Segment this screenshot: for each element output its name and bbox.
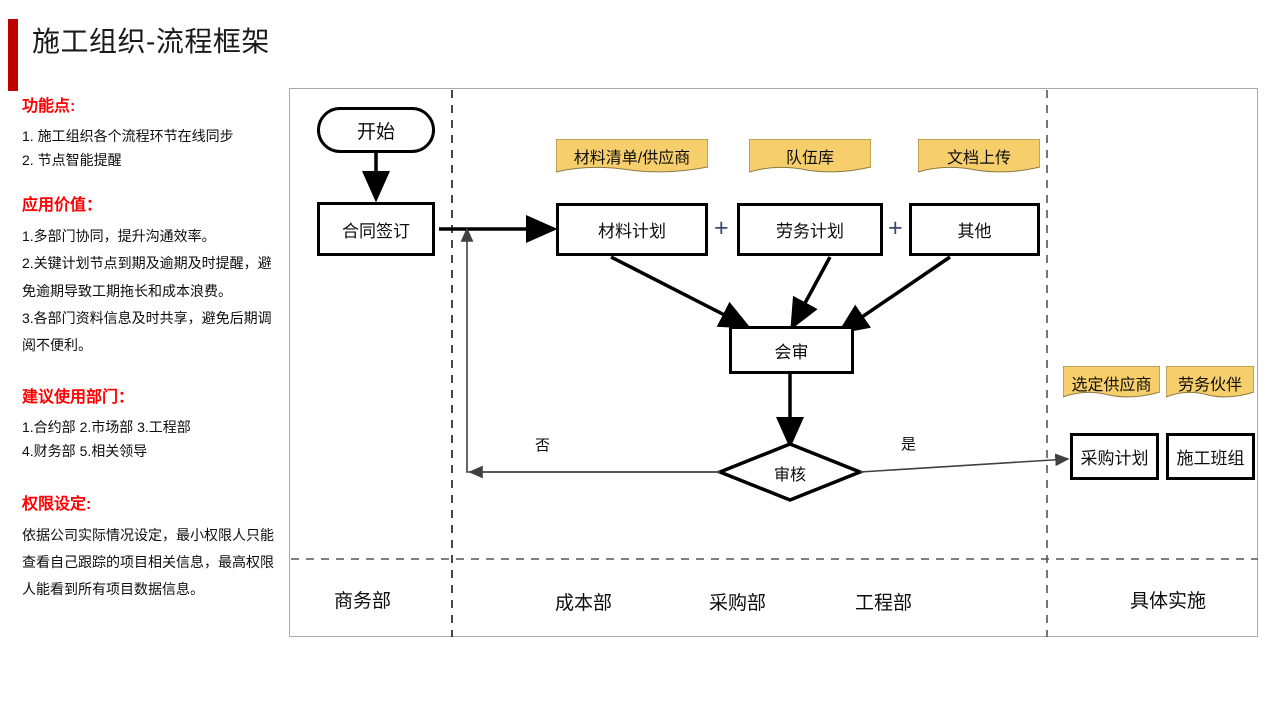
operator-plus-label: + <box>714 214 729 242</box>
info-line: 1.合约部 2.市场部 3.工程部 <box>22 418 191 435</box>
info-section-departments: 建议使用部门： 1.合约部 2.市场部 3.工程部 4.财务部 5.相关领导 <box>22 386 284 463</box>
info-line: 4.财务部 5.相关领导 <box>22 442 148 459</box>
lane-label-text: 采购部 <box>709 593 767 614</box>
node-joint-review-label: 会审 <box>774 342 809 362</box>
lane-label-implementation: 具体实施 <box>1130 586 1206 613</box>
node-purchase-plan-label: 采购计划 <box>1080 449 1149 468</box>
node-construction-team[interactable]: 施工班组 <box>1166 433 1255 480</box>
page-title: 施工组织-流程框架 <box>32 26 270 57</box>
node-joint-review[interactable]: 会审 <box>729 326 854 374</box>
lane-label-cost: 成本部 <box>555 588 612 615</box>
node-other-plan[interactable]: 其他 <box>909 203 1040 256</box>
lane-label-text: 具体实施 <box>1130 591 1207 612</box>
sticky-note-shape <box>1063 366 1160 398</box>
sticky-note-label: 选定供应商 <box>1071 377 1152 394</box>
edge-label-no-text: 否 <box>535 437 551 454</box>
node-other-plan-label: 其他 <box>957 222 992 241</box>
sticky-note-document-upload[interactable]: 文档上传 <box>918 139 1040 177</box>
info-line: 查看自己跟踪的项目相关信息，最高权限 <box>22 554 274 571</box>
sticky-note-team-pool[interactable]: 队伍库 <box>749 139 871 177</box>
info-line: 免逾期导致工期拖长和成本浪费。 <box>22 282 232 299</box>
node-audit[interactable]: 审核 <box>745 460 835 486</box>
info-section-value: 应用价值： 1.多部门协同，提升沟通效率。 2.关键计划节点到期及逾期及时提醒，… <box>22 194 284 359</box>
sticky-note-label: 文档上传 <box>946 150 1011 167</box>
node-labor-plan[interactable]: 劳务计划 <box>737 203 883 256</box>
sticky-note-material-list[interactable]: 材料清单/供应商 <box>556 139 708 177</box>
info-section-permissions: 权限设定: 依据公司实际情况设定，最小权限人只能 查看自己跟踪的项目相关信息，最… <box>22 493 284 604</box>
info-line: 阅不便利。 <box>22 337 92 354</box>
edge-label-yes: 是 <box>901 433 916 454</box>
flowchart-connectors <box>291 90 1258 637</box>
node-purchase-plan[interactable]: 采购计划 <box>1070 433 1159 480</box>
flowchart-frame: 开始 合同签订 材料计划 劳务计划 其他 会审 审核 采购计划 施工班组 材料清… <box>289 88 1258 637</box>
node-audit-label: 审核 <box>773 467 806 484</box>
operator-plus-1: + <box>714 216 729 241</box>
info-heading: 功能点: <box>22 98 76 115</box>
node-material-plan-label: 材料计划 <box>598 222 666 241</box>
node-start[interactable]: 开始 <box>317 107 435 153</box>
node-contract-signing-label: 合同签订 <box>342 221 410 241</box>
operator-plus-label: + <box>888 214 903 242</box>
info-heading: 权限设定: <box>22 495 92 513</box>
info-line: 2.关键计划节点到期及逾期及时提醒，避 <box>22 255 272 272</box>
lane-label-procurement: 采购部 <box>709 588 766 615</box>
node-labor-plan-label: 劳务计划 <box>776 222 844 241</box>
sticky-note-label: 劳务伙伴 <box>1177 377 1242 394</box>
info-heading: 应用价值： <box>22 197 103 215</box>
node-construction-team-label: 施工班组 <box>1176 449 1245 468</box>
info-heading: 建议使用部门： <box>22 388 135 406</box>
title-accent-bar <box>8 19 18 91</box>
info-panel: 功能点: 1. 施工组织各个流程环节在线同步 2. 节点智能提醒 应用价值： 1… <box>22 95 284 618</box>
sticky-note-shape <box>1166 366 1254 398</box>
info-line: 1.多部门协同，提升沟通效率。 <box>22 228 216 245</box>
info-line: 人能看到所有项目数据信息。 <box>22 581 204 598</box>
lane-label-text: 商务部 <box>334 591 392 612</box>
info-line: 依据公司实际情况设定，最小权限人只能 <box>22 526 274 543</box>
node-contract-signing[interactable]: 合同签订 <box>317 202 435 256</box>
sticky-note-label: 材料清单/供应商 <box>573 150 691 167</box>
sticky-note-labor-partner[interactable]: 劳务伙伴 <box>1166 366 1254 402</box>
node-material-plan[interactable]: 材料计划 <box>556 203 708 256</box>
info-line: 1. 施工组织各个流程环节在线同步 <box>22 128 234 144</box>
lane-label-engineering: 工程部 <box>855 588 912 615</box>
info-line: 3.各部门资料信息及时共享，避免后期调 <box>22 310 272 327</box>
edge-label-yes-text: 是 <box>901 436 917 453</box>
sticky-note-label: 队伍库 <box>785 150 834 167</box>
node-start-label: 开始 <box>356 121 395 143</box>
edge-label-no: 否 <box>535 434 550 455</box>
lane-label-business: 商务部 <box>334 586 391 613</box>
sticky-note-shape <box>556 139 708 173</box>
sticky-note-selected-supplier[interactable]: 选定供应商 <box>1063 366 1160 402</box>
sticky-note-shape <box>918 139 1040 173</box>
operator-plus-2: + <box>888 216 903 241</box>
lane-label-text: 成本部 <box>555 593 613 614</box>
info-section-features: 功能点: 1. 施工组织各个流程环节在线同步 2. 节点智能提醒 <box>22 95 284 172</box>
info-line: 2. 节点智能提醒 <box>22 152 122 169</box>
lane-label-text: 工程部 <box>855 593 913 614</box>
sticky-note-shape <box>749 139 871 173</box>
